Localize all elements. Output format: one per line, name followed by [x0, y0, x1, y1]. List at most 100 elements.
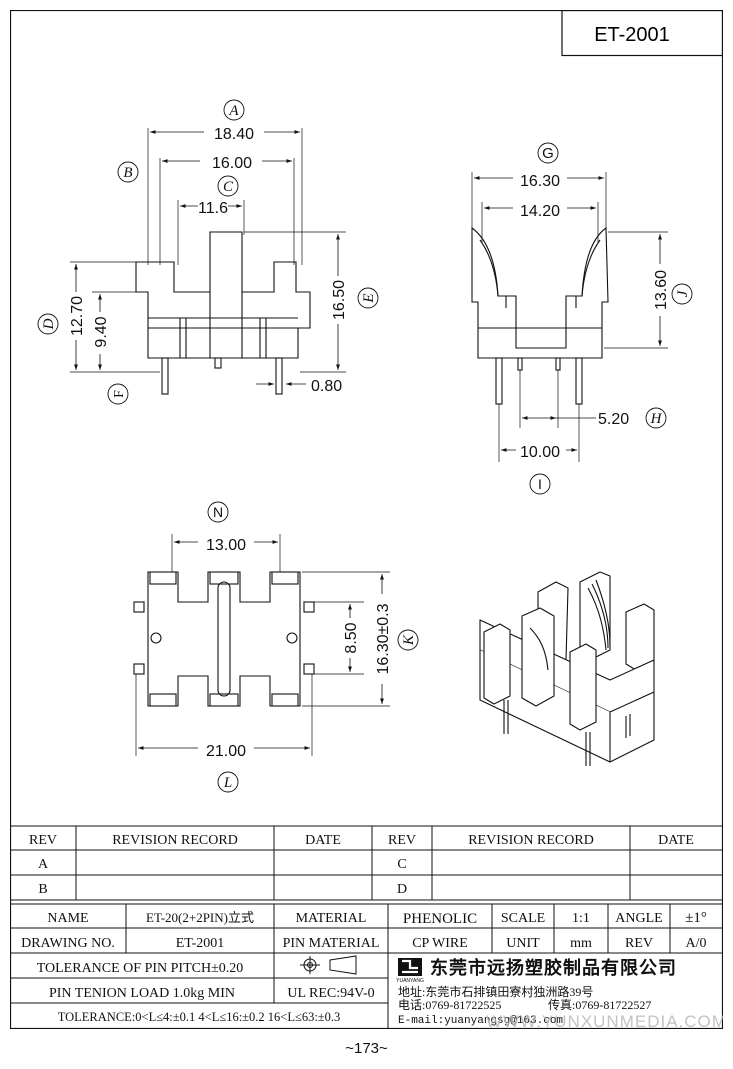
svg-text:C: C — [223, 179, 234, 195]
circle-label-l: L — [217, 771, 239, 793]
circle-label-g: G — [537, 142, 559, 164]
technical-drawing: ET-2001 — [9, 9, 726, 1031]
scale-value: 1:1 — [572, 911, 590, 926]
circle-label-j: J — [671, 283, 693, 305]
logo-caption: YUANYANG — [396, 978, 424, 984]
company-tel: 电话:0769-81722525 — [398, 998, 501, 1012]
company-name: 东莞市远扬塑胶制品有限公司 — [430, 957, 677, 978]
dim-h-side: 5.20 — [598, 411, 629, 428]
company-logo: YUANYANG — [396, 958, 424, 984]
revision-record-header: REVISION RECORD — [468, 833, 594, 848]
dim-c: 11.6 — [198, 200, 228, 217]
svg-text:I: I — [538, 476, 542, 492]
revision-record-header: REVISION RECORD — [112, 833, 238, 848]
pin — [575, 357, 583, 405]
dim-i: 10.00 — [520, 444, 560, 461]
dim-j: 13.60 — [653, 270, 670, 310]
pin-hole — [150, 632, 162, 644]
pin — [275, 357, 283, 395]
unit-value: mm — [570, 936, 592, 951]
svg-text:K: K — [401, 634, 417, 646]
title-block — [10, 903, 723, 1029]
dim-l: 21.00 — [206, 743, 246, 760]
company-fax: 传真:0769-81722527 — [548, 997, 651, 1012]
rev-b: B — [38, 882, 47, 897]
angle-label: ANGLE — [615, 911, 662, 926]
dim-n: 13.00 — [206, 537, 246, 554]
company-email: E-mail:yuanyangsg@163.com — [398, 1015, 563, 1027]
svg-text:D: D — [41, 318, 57, 330]
svg-text:A: A — [228, 103, 239, 119]
side-view — [471, 172, 668, 462]
pin — [303, 601, 315, 613]
dim-k: 16.30±0.3 — [375, 603, 392, 674]
pin-material-label: PIN MATERIAL — [283, 936, 380, 951]
circle-label-b: B — [117, 161, 139, 183]
circle-label-n: N — [207, 501, 229, 523]
circle-label-d: D — [37, 313, 59, 335]
company-address: 地址:东莞市石排镇田寮村独洲路39号 — [398, 984, 593, 999]
scale-label: SCALE — [501, 911, 545, 926]
dim-e: 16.50 — [331, 280, 348, 320]
page-number: ~173~ — [345, 1040, 388, 1057]
dim-h: 9.40 — [93, 316, 110, 347]
svg-text:L: L — [223, 775, 232, 791]
pin — [161, 357, 169, 395]
front-view-labels: 18.40 16.00 11.6 12.70 9.40 16.50 0.80 A… — [37, 99, 379, 405]
name-label: NAME — [47, 911, 88, 926]
bottom-view-labels: 13.00 8.50 16.30±0.3 21.00 N K L — [198, 501, 419, 793]
date-header: DATE — [658, 833, 694, 848]
name-value: ET-20(2+2PIN)立式 — [146, 910, 254, 925]
revision-table-text: REV REVISION RECORD DATE REV REVISION RE… — [29, 833, 694, 897]
pin-pitch-tolerance: TOLERANCE OF PIN PITCH±0.20 — [37, 961, 244, 976]
angle-value: ±1° — [685, 910, 707, 926]
bottom-view-outline — [147, 571, 301, 707]
pin — [133, 601, 145, 613]
pin-tension-load: PIN TENION LOAD 1.0kg MIN — [49, 986, 235, 1001]
sheet-border — [9, 9, 724, 1030]
dim-g2: 14.20 — [520, 203, 560, 220]
projection-symbol-icon — [300, 955, 357, 975]
material-value: PHENOLIC — [403, 911, 477, 927]
front-view — [70, 128, 346, 395]
svg-text:J: J — [675, 289, 691, 297]
dim-k-inner: 8.50 — [343, 622, 360, 653]
dim-g: 16.30 — [520, 173, 560, 190]
material-label: MATERIAL — [296, 911, 367, 926]
date-header: DATE — [305, 833, 341, 848]
rev-header: REV — [388, 833, 416, 848]
drawing-sheet: ET-2001 — [9, 9, 726, 1031]
ul-rec: UL REC:94V-0 — [287, 986, 374, 1001]
isometric-view — [479, 571, 655, 766]
circle-label-k: K — [397, 629, 419, 651]
side-view-dimensions — [474, 176, 662, 452]
pin — [495, 357, 503, 405]
center-rib — [217, 581, 231, 697]
pin — [133, 663, 145, 675]
company-block: YUANYANG 东莞市远扬塑胶制品有限公司 地址:东莞市石排镇田寮村独洲路39… — [396, 957, 726, 1031]
circle-label-a: A — [223, 99, 245, 121]
svg-text:F: F — [112, 390, 127, 398]
circle-label-f: F — [107, 383, 129, 405]
svg-text:N: N — [213, 504, 223, 520]
general-tolerance: TOLERANCE:0<L≤4:±0.1 4<L≤16:±0.2 16<L≤63… — [58, 1010, 341, 1024]
rev-label: REV — [625, 936, 653, 951]
dim-f: 0.80 — [311, 378, 342, 395]
rev-d: D — [397, 882, 407, 897]
rev-header: REV — [29, 833, 57, 848]
circle-label-e: E — [357, 287, 379, 309]
circle-label-h: H — [645, 407, 667, 429]
pin — [303, 663, 315, 675]
dim-b: 16.00 — [212, 155, 252, 172]
rev-c: C — [397, 857, 406, 872]
drawing-code-box: ET-2001 — [561, 9, 724, 57]
bottom-view — [133, 534, 390, 756]
pin-hole — [286, 632, 298, 644]
title-block-text: NAME ET-20(2+2PIN)立式 MATERIAL PHENOLIC S… — [21, 910, 707, 1024]
pin-material-value: CP WIRE — [412, 936, 468, 951]
dim-a: 18.40 — [214, 126, 254, 143]
side-view-labels: 16.30 14.20 13.60 5.20 10.00 G H I J — [513, 142, 693, 495]
drawing-code: ET-2001 — [594, 24, 670, 46]
svg-text:B: B — [123, 165, 132, 181]
svg-text:G: G — [542, 145, 554, 162]
